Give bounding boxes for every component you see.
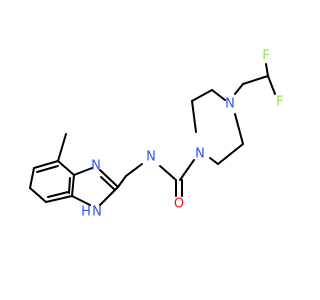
bond-ch2-ring: [117, 175, 127, 188]
atom-n-piperazine-top: N: [225, 97, 235, 112]
atom-n-amide: N: [146, 150, 156, 165]
bond-c3a-c7a: [71, 174, 75, 197]
atom-labels: F F N N O N H N N H: [81, 49, 284, 220]
atom-o-carbonyl: O: [174, 197, 184, 212]
bond-c3a-c7a-inner: [68, 177, 71, 194]
bond-ring-1: [211, 89, 226, 101]
atom-f-mid: F: [276, 95, 283, 110]
bond-n1-c7a: [71, 195, 91, 206]
bond-ch2-n: [234, 83, 244, 95]
atom-n-imidazole: N: [91, 159, 101, 174]
bond-ring-6: [234, 113, 244, 145]
bond-c-nh: [159, 165, 177, 181]
bond-c2-n3-inner: [100, 176, 116, 191]
bond-ring-4: [209, 157, 219, 165]
bond-ring-2: [191, 89, 213, 102]
bond-ch2-chf2: [242, 75, 269, 85]
bond-nh-ch2: [125, 163, 143, 177]
bond-c7-c7a-inner: [47, 191, 69, 198]
atom-f-top: F: [262, 49, 269, 64]
bond-c3a-c4: [57, 160, 75, 176]
bond-c4-c5-inner: [36, 165, 59, 173]
atom-h-imidazole: H: [81, 205, 91, 220]
bond-c2-n1: [99, 186, 119, 206]
structure-canvas: F F N N O N H N N H: [29, 49, 284, 220]
bond-cf-top: [265, 63, 269, 77]
atom-n-imidazole-h: N: [92, 205, 102, 220]
molecule-structure: F F N N O N H N N H: [29, 49, 284, 220]
bond-n-carbonyl: [179, 159, 195, 181]
bond-methyl: [57, 133, 67, 162]
bond-cf-right: [267, 75, 276, 95]
bond-c7-c7a: [45, 195, 73, 203]
bond-c6-c7: [29, 187, 47, 203]
bond-c2-n3: [99, 169, 119, 188]
bonds: [29, 63, 276, 206]
atom-n-piperazine-amide: N: [195, 147, 205, 162]
bond-ring-5: [217, 143, 244, 165]
bond-n3-c3a: [73, 167, 93, 176]
bond-c4-c5: [33, 160, 59, 169]
bond-c5-c6: [29, 167, 35, 189]
bond-ring-3: [191, 100, 197, 133]
